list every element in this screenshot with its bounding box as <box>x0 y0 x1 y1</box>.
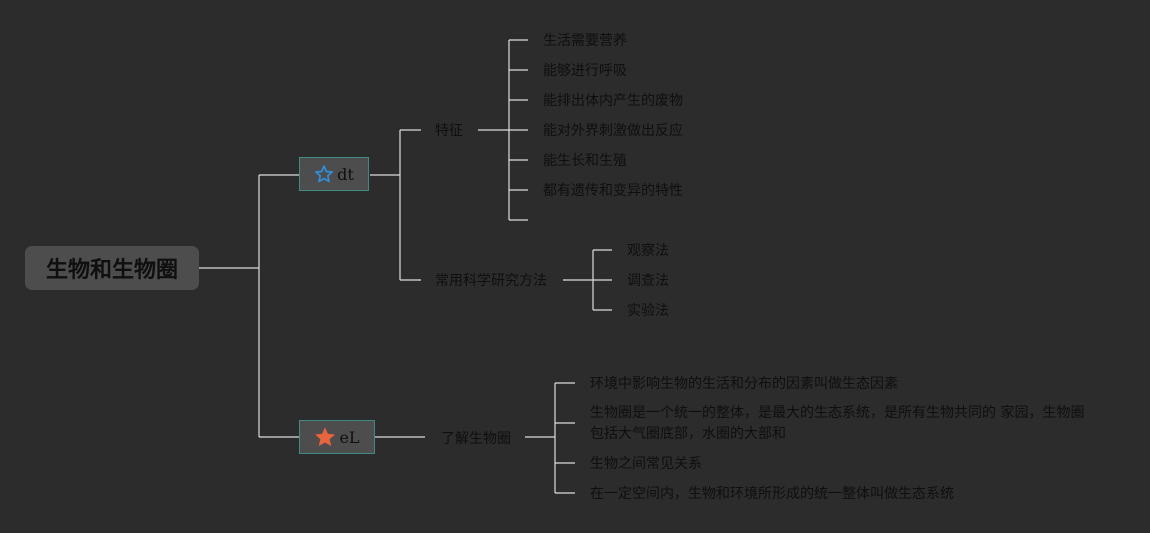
method-item[interactable]: 观察法 <box>627 243 669 259</box>
biosphere-item[interactable]: 在一定空间内，生物和环境所形成的统一整体叫做生态系统 <box>590 486 954 502</box>
feature-item[interactable]: 能生长和生殖 <box>543 153 627 169</box>
biosphere-item[interactable]: 环境中影响生物的生活和分布的因素叫做生态因素 <box>590 376 898 392</box>
connector-biosphere <box>525 382 575 494</box>
connector-root <box>199 174 299 438</box>
feature-item[interactable]: 生活需要营养 <box>543 33 627 49</box>
node-el[interactable]: eL <box>299 420 375 454</box>
node-dt-label: dt <box>337 164 354 184</box>
node-dt[interactable]: dt <box>299 157 369 191</box>
connector-methods <box>563 249 612 311</box>
biosphere-item[interactable]: 生物之间常见关系 <box>590 456 702 472</box>
root-node[interactable]: 生物和生物圈 <box>25 246 199 290</box>
connector-dt <box>370 129 421 281</box>
node-methods[interactable]: 常用科学研究方法 <box>435 273 547 289</box>
method-item[interactable]: 实验法 <box>627 303 669 319</box>
star-filled-icon <box>316 427 335 446</box>
method-item[interactable]: 调查法 <box>627 273 669 289</box>
node-el-label: eL <box>339 427 360 447</box>
feature-item[interactable]: 能对外界刺激做出反应 <box>543 123 683 139</box>
biosphere-item[interactable]: 生物圈是一个统一的整体，是最大的生态系统，是所有生物共同的 家园，生物圈包括大气… <box>590 405 1085 442</box>
root-label: 生物和生物圈 <box>45 258 178 283</box>
node-biosphere[interactable]: 了解生物圈 <box>441 431 511 447</box>
node-features[interactable]: 特征 <box>435 123 463 139</box>
feature-item[interactable]: 能够进行呼吸 <box>543 63 627 79</box>
feature-item[interactable]: 都有遗传和变异的特性 <box>543 183 683 199</box>
feature-item[interactable]: 能排出体内产生的废物 <box>543 93 683 109</box>
connector-features <box>478 39 528 221</box>
star-outline-icon <box>315 165 334 183</box>
